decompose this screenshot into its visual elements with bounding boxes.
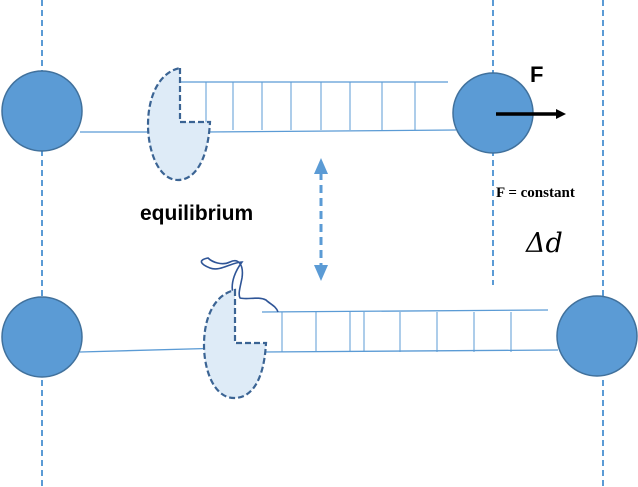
bottom-construct: [1, 257, 638, 400]
state-label: equilibrium: [140, 202, 253, 225]
bottom-dna-duplex: [261, 309, 559, 353]
top-protein: [146, 66, 212, 182]
force-condition: F = constant: [496, 185, 575, 201]
bottom-left-tether: [79, 347, 226, 353]
top-dna-duplex: [178, 81, 457, 133]
equilibrium-arrow-icon: [314, 158, 328, 281]
force-symbol: F: [530, 62, 543, 87]
bottom-right-bead: [556, 295, 638, 377]
unwound-strand: [200, 257, 279, 313]
bottom-protein: [202, 288, 268, 400]
bottom-left-bead: [1, 296, 83, 378]
extension-symbol: Δd: [525, 228, 563, 259]
top-construct: [1, 66, 566, 182]
top-left-bead: [1, 70, 83, 152]
